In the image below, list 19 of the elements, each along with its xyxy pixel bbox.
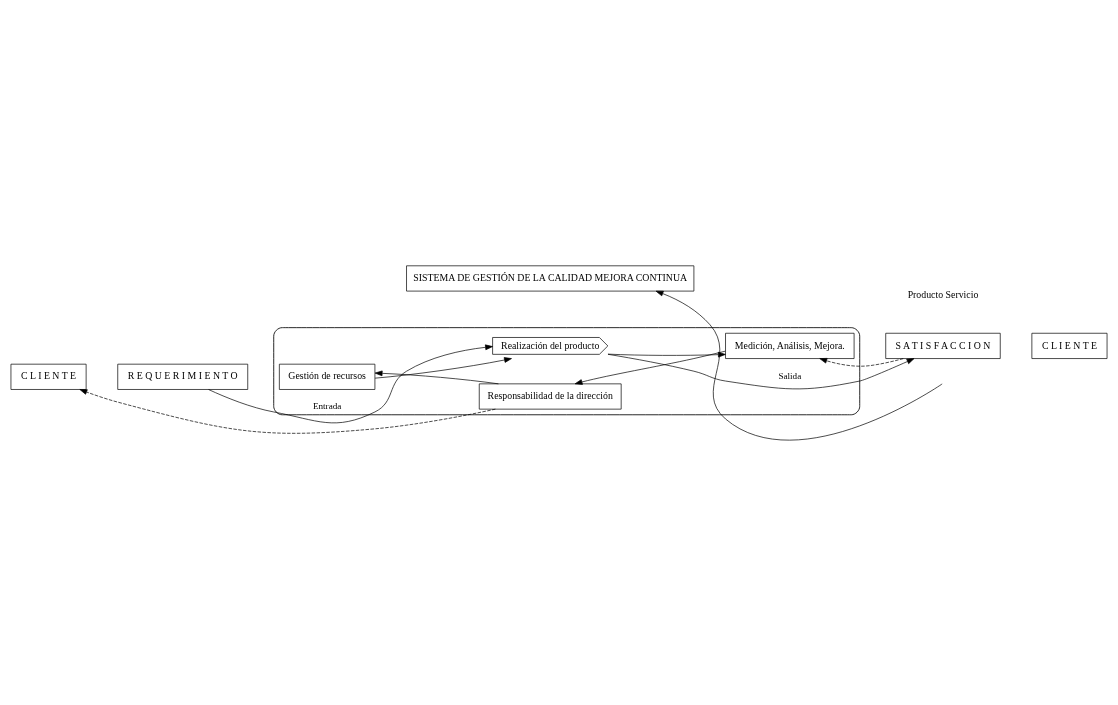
node-box: Gestión de recursos (279, 363, 376, 390)
node-box: C L I E N T E (10, 363, 87, 390)
arrow (574, 350, 726, 385)
arrow (374, 356, 512, 378)
node-box: SISTEMA DE GESTIÓN DE LA CALIDAD MEJORA CONTINUA (406, 264, 695, 291)
cluster (273, 326, 861, 415)
arrow (374, 370, 499, 384)
edge-label: Entrada (312, 400, 342, 411)
node-box: S A T I S F A C C I O N (885, 332, 1001, 359)
node-box: C L I E N T E (1031, 332, 1108, 359)
label: Producto Servicio (907, 288, 979, 300)
arrow (819, 357, 904, 367)
arrow (655, 290, 943, 440)
node-box: Responsabilidad de la dirección (478, 383, 622, 409)
edge-label: Salida (778, 370, 802, 381)
arrow (607, 353, 915, 389)
arrow (208, 344, 493, 423)
node-box: R E Q U E R I M I E N T O (117, 363, 249, 390)
node-box: Medición, Análisis, Mejora. (725, 332, 855, 359)
